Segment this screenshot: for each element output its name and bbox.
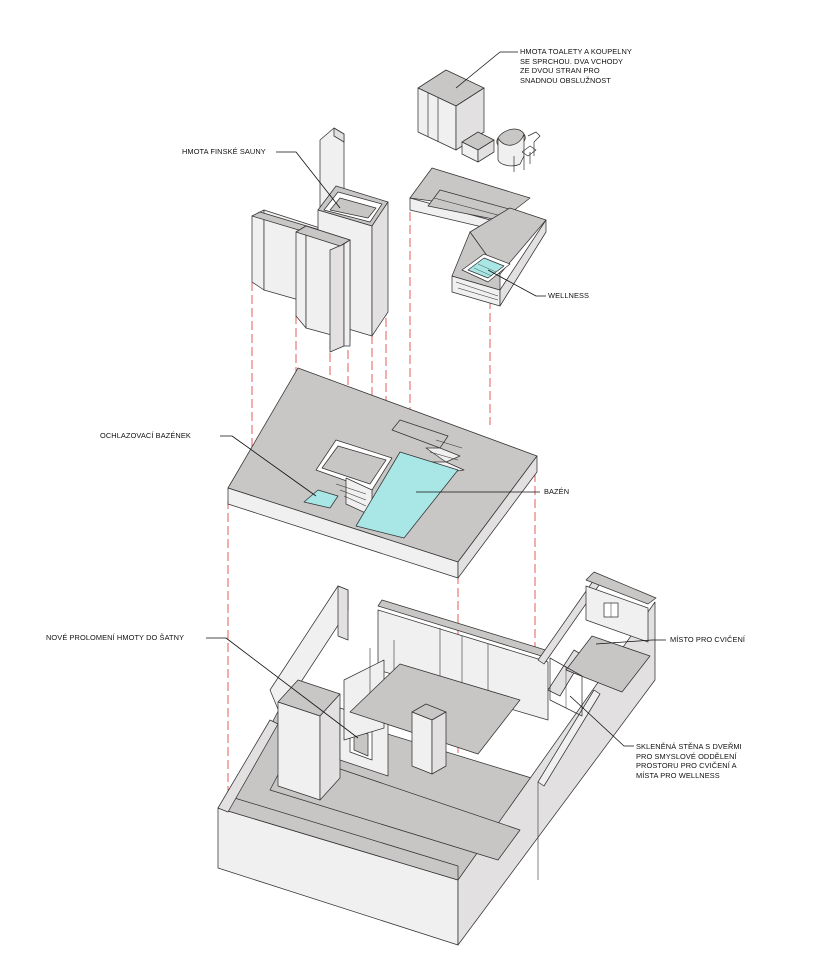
- ground-floor: [217, 571, 657, 946]
- label-wardrobe-opening: NOVÉ PROLOMENÍ HMOTY DO ŠATNY: [46, 633, 185, 642]
- label-toilet-bath-mass: HMOTA TOALETY A KOUPELNY SE SPRCHOU. DVA…: [520, 47, 632, 85]
- leader-lines: [206, 51, 666, 747]
- finnish-sauna-mass: [251, 127, 389, 353]
- label-glass-wall: SKLENĚNÁ STĚNA S DVEŘMI PRO SMYSLOVÉ ODD…: [636, 742, 742, 780]
- label-finnish-sauna-mass: HMOTA FINSKÉ SAUNY: [182, 147, 266, 156]
- label-exercise-area: MÍSTO PRO CVIČENÍ: [670, 635, 746, 644]
- label-wellness: WELLNESS: [548, 291, 590, 300]
- label-plunge-pool: OCHLAZOVACÍ BAZÉNEK: [100, 431, 191, 440]
- toilet-bath-mass: [417, 69, 541, 172]
- pool-slab: [227, 367, 538, 579]
- label-pool: BAZÉN: [544, 487, 570, 496]
- wellness-platform: [409, 167, 547, 307]
